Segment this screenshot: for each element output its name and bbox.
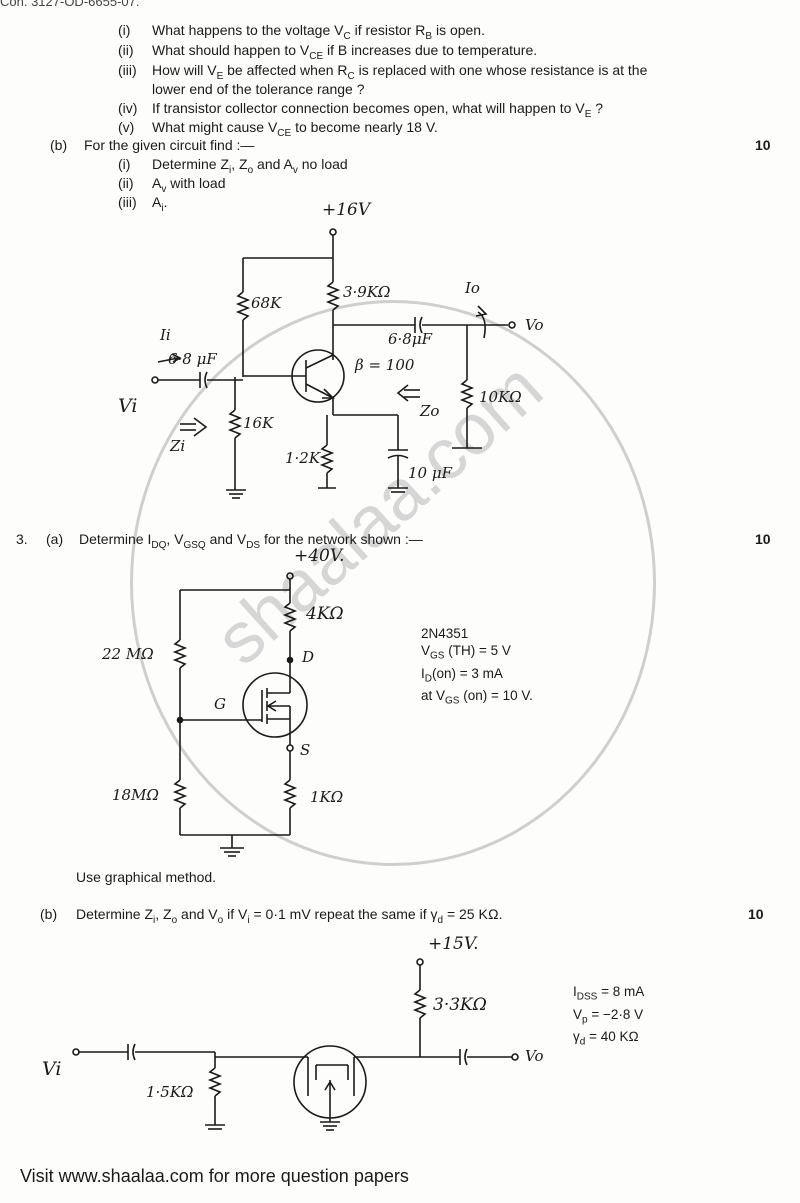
source-label: S xyxy=(300,741,311,759)
q3b-marks: 10 xyxy=(748,906,764,922)
vgs-on: at VGS (on) = 10 V. xyxy=(421,688,533,708)
q2b-marks: 10 xyxy=(755,137,771,153)
q2b-item-number: (ii) xyxy=(118,175,134,191)
rs-label-3a: 1KΩ xyxy=(310,788,344,806)
cin-label: 6·8 μF xyxy=(168,350,217,368)
device-name: 2N4351 xyxy=(421,626,469,641)
r1-label-3a: 22 MΩ xyxy=(102,645,154,663)
rd-label-3b: 3·3KΩ xyxy=(433,995,487,1015)
vdd-label-3a: +40V. xyxy=(294,546,345,566)
q2a-item-text: lower end of the tolerance range ? xyxy=(152,81,365,97)
q3a-text: Determine IDQ, VGSQ and VDS for the netw… xyxy=(79,531,423,551)
q2b-item-text: Ai. xyxy=(152,194,168,214)
vcc-label: +16V xyxy=(322,200,371,220)
zi-label: Zi xyxy=(170,437,186,455)
q3b-label: (b) xyxy=(40,906,58,922)
q3b-text: Determine Zi, Zo and Vo if Vi = 0·1 mV r… xyxy=(76,906,503,926)
vgs-th: VGS (TH) = 5 V xyxy=(421,643,511,662)
q2b-item-text: Determine Zi, Zo and Av no load xyxy=(152,156,348,176)
q3a-device-params: 2N4351 VGS (TH) = 5 V ID(on) = 3 mA at V… xyxy=(421,625,533,710)
ce-label: 10 μF xyxy=(408,464,453,482)
q2b-text: For the given circuit find :— xyxy=(84,137,255,153)
q2a-item-text: If transistor collector connection becom… xyxy=(152,100,604,120)
rd-label-3a: 4KΩ xyxy=(306,604,344,624)
r1-label: 68K xyxy=(251,294,282,312)
id-on: ID(on) = 3 mA xyxy=(421,665,503,685)
gamma-d: γd = 40 KΩ xyxy=(573,1029,639,1049)
beta-label: β = 100 xyxy=(355,356,415,374)
q3b-device-params: IDSS = 8 mA Vp = −2·8 V γd = 40 KΩ xyxy=(573,983,644,1051)
q2a-item-number: (iv) xyxy=(118,100,138,116)
q3a-note: Use graphical method. xyxy=(76,869,217,885)
q2a-item-text: What happens to the voltage VC if resist… xyxy=(152,22,485,42)
q3a-label: (a) xyxy=(46,531,64,547)
vo-label: Vo xyxy=(525,316,544,334)
footer-link-text[interactable]: Visit www.shaalaa.com for more question … xyxy=(20,1166,409,1186)
ii-label: Ii xyxy=(160,326,171,344)
q2a-item-text: What should happen to VCE if B increases… xyxy=(152,42,538,62)
rc-label: 3·9KΩ xyxy=(343,283,391,301)
io-label: Io xyxy=(465,279,480,297)
q2b-label: (b) xyxy=(50,137,68,153)
re-label: 1·2K xyxy=(285,449,321,467)
q2a-item-number: (v) xyxy=(118,119,135,135)
gate-label: G xyxy=(214,695,226,713)
zo-label: Zo xyxy=(420,402,440,420)
idss: IDSS = 8 mA xyxy=(573,984,645,1003)
q2a-item-text: What might cause VCE to become nearly 18… xyxy=(152,119,438,139)
rg-label-3b: 1·5KΩ xyxy=(146,1083,194,1101)
page-header: Con. 3127-OD-6655-07. xyxy=(0,0,140,9)
vdd-label-3b: +15V. xyxy=(428,934,479,954)
drain-label: D xyxy=(302,648,315,666)
q3-number: 3. xyxy=(16,531,28,547)
r2-label: 16K xyxy=(243,414,274,432)
vi-label-3b: Vi xyxy=(42,1058,62,1080)
vi-label: Vi xyxy=(118,395,138,417)
vp: Vp = −2·8 V xyxy=(573,1006,644,1026)
q2b-item-number: (i) xyxy=(118,156,131,172)
q2b-item-number: (iii) xyxy=(118,194,137,210)
cout-label: 6·8μF xyxy=(388,330,433,348)
q2a-item-number: (ii) xyxy=(118,42,134,58)
q3a-marks: 10 xyxy=(755,531,771,547)
vo-label-3b: Vo xyxy=(525,1047,544,1065)
q2a-item-number: (iii) xyxy=(118,62,137,78)
r2-label-3a: 18MΩ xyxy=(112,786,159,804)
q2a-item-number: (i) xyxy=(118,22,131,38)
q2b-item-text: Av with load xyxy=(152,175,226,195)
rl-label: 10KΩ xyxy=(479,388,522,406)
q2a-item-text: How will VE be affected when RC is repla… xyxy=(152,62,648,82)
